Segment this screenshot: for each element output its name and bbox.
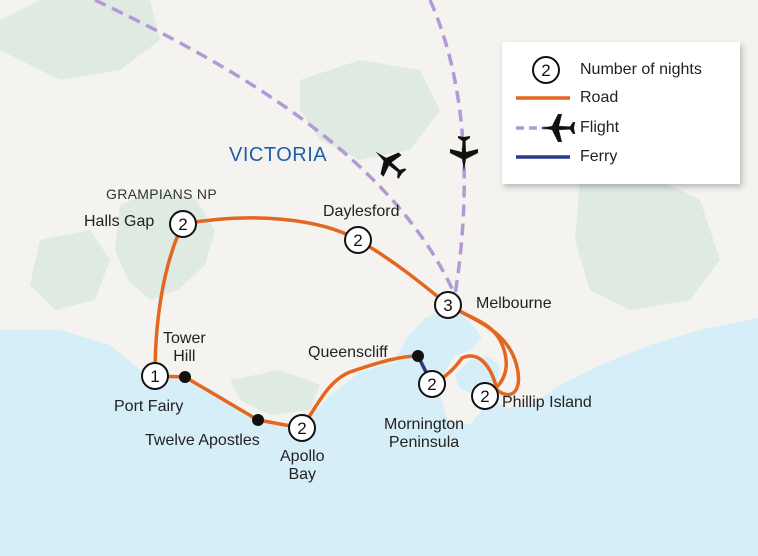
- flight-path-west: [94, 0, 457, 296]
- flight-path-north: [428, 0, 466, 296]
- stop-label-melbourne: Melbourne: [476, 295, 552, 312]
- stop-marker-mornington: 2: [418, 370, 446, 398]
- stop-label-port-fairy: Port Fairy: [114, 398, 184, 415]
- nights-count: 2: [178, 215, 187, 234]
- nights-count: 2: [297, 419, 306, 438]
- plane-icon: [540, 114, 575, 142]
- forest-otways: [230, 370, 320, 415]
- legend-nights-label: Number of nights: [580, 61, 702, 78]
- waypoint-label-tower-hill: Tower Hill: [163, 330, 206, 365]
- legend-ferry-label: Ferry: [580, 148, 618, 165]
- legend-nights-marker: 2: [532, 56, 560, 84]
- legend-road-label: Road: [580, 89, 619, 106]
- road-route-loop: [447, 303, 508, 398]
- stop-label-phillip-island: Phillip Island: [502, 394, 592, 411]
- waypoint-queenscliff: [412, 350, 424, 362]
- legend: 2 Number of nights Road Flight Ferry: [502, 42, 740, 184]
- forest-central: [300, 60, 440, 160]
- nights-count: 2: [353, 231, 362, 250]
- waypoint-label-queenscliff: Queenscliff: [308, 344, 388, 361]
- stop-label-apollo-bay: Apollo Bay: [280, 448, 325, 483]
- forest-north: [0, 0, 160, 80]
- stop-marker-daylesford: 2: [344, 226, 372, 254]
- stop-marker-melbourne: 3: [434, 291, 462, 319]
- nights-count: 1: [150, 367, 159, 386]
- stop-label-daylesford: Daylesford: [323, 203, 400, 220]
- region-label: VICTORIA: [229, 144, 328, 166]
- park-label: GRAMPIANS NP: [106, 186, 217, 202]
- waypoint-tower-hill: [179, 371, 191, 383]
- nights-count: 3: [443, 296, 452, 315]
- forest-southwest: [30, 230, 110, 310]
- stop-label-halls-gap: Halls Gap: [84, 213, 155, 230]
- forest-east: [575, 170, 720, 310]
- plane-icon: [375, 151, 407, 179]
- stop-marker-apollo-bay: 2: [288, 414, 316, 442]
- plane-icon: [450, 136, 478, 171]
- sea-area: [0, 310, 758, 556]
- legend-symbols: 2: [516, 56, 575, 159]
- legend-flight-label: Flight: [580, 119, 620, 136]
- legend-nights-sample: 2: [541, 61, 550, 80]
- waypoint-twelve-apostles: [252, 414, 264, 426]
- nights-count: 2: [427, 375, 436, 394]
- stop-marker-port-fairy: 1: [141, 362, 169, 390]
- nights-count: 2: [480, 387, 489, 406]
- stop-marker-phillip-island: 2: [471, 382, 499, 410]
- stop-label-mornington: Mornington Peninsula: [384, 416, 465, 451]
- stop-marker-halls-gap: 2: [169, 210, 197, 238]
- waypoint-label-twelve-apostles: Twelve Apostles: [145, 432, 260, 449]
